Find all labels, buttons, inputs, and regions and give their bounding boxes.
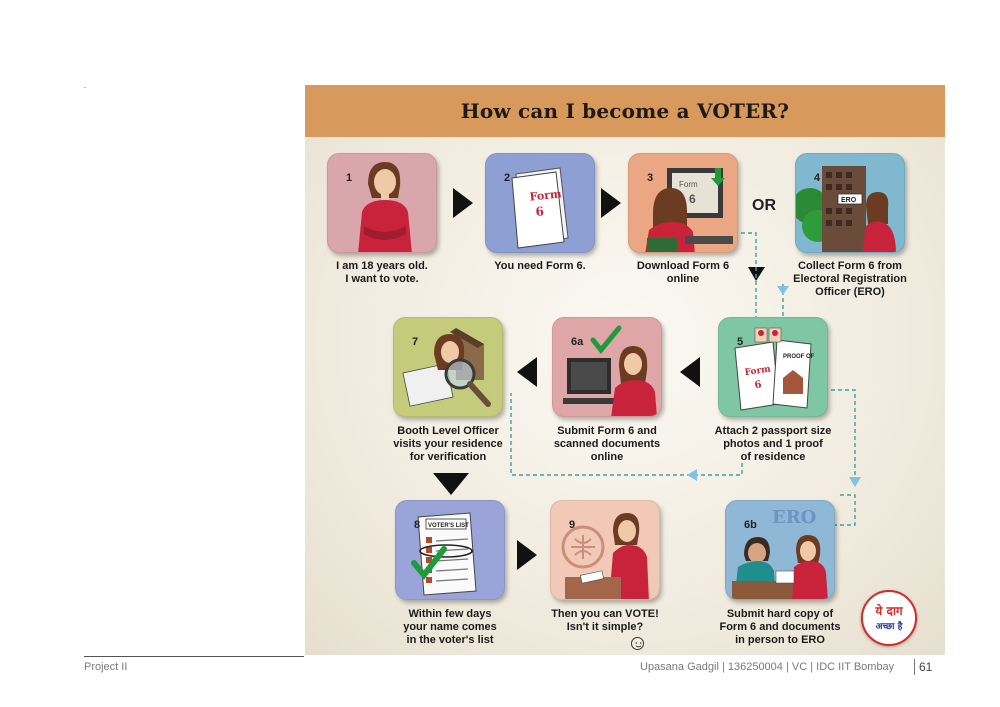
title-band: How can I become a VOTER?: [305, 85, 945, 137]
stray-mark: [84, 87, 86, 88]
step-3-tile: Form 6 3: [628, 153, 738, 253]
arrow-1-to-2: [453, 188, 473, 218]
page-number: 61: [919, 660, 933, 674]
documents-illustration: Form 6 PROOF OF: [734, 327, 815, 411]
step-9-caption: Then you can VOTE!Isn't it simple?: [551, 608, 659, 633]
or-label: OR: [752, 197, 776, 214]
campaign-stamp-logo: ये दाग अच्छा है: [861, 590, 917, 646]
step-6b-tile: ERO 6b: [725, 500, 835, 600]
step-2-tile: Form 6 2: [485, 153, 595, 253]
step-number: 6a: [571, 336, 584, 348]
step-6a-tile: 6a: [552, 317, 662, 417]
step-5-tile: Form 6 PROOF OF 5: [718, 317, 828, 417]
svg-text:Form: Form: [529, 187, 563, 203]
online-submit-illustration: [563, 325, 657, 416]
step-number: 5: [737, 336, 744, 348]
step-1-caption: I am 18 years old.I want to vote.: [336, 260, 428, 285]
svg-text:Form: Form: [744, 364, 772, 378]
step-number: 4: [814, 172, 821, 184]
footer-project: Project II: [84, 661, 128, 673]
page-separator: [914, 659, 915, 675]
step-1-tile: 1: [327, 153, 437, 253]
dash-arrow-7: [687, 469, 697, 481]
svg-text:PROOF OF: PROOF OF: [783, 354, 815, 360]
dash-3-to-5: [741, 232, 757, 317]
dash-6b-to-ero: [828, 494, 856, 526]
form-document-illustration: Form 6: [511, 167, 569, 249]
svg-text:Form: Form: [679, 180, 698, 189]
svg-text:6: 6: [754, 379, 762, 391]
step-8-tile: VOTER'S LIST 8: [395, 500, 505, 600]
step-number: 1: [346, 172, 353, 184]
svg-text:6: 6: [689, 192, 696, 206]
step-number: 2: [504, 172, 511, 184]
svg-text:ये दाग: ये दाग: [874, 604, 904, 618]
flow-connectors: [433, 188, 861, 570]
footer-author: Upasana Gadgil | 136250004 | VC | IDC II…: [640, 661, 895, 673]
arrow-8-to-9: [517, 540, 537, 570]
arrow-7-to-8: [433, 473, 469, 495]
step-number: 6b: [744, 519, 757, 531]
step-number: 8: [414, 519, 421, 531]
step-4-tile: ERO 4: [795, 153, 905, 253]
step-7-tile: 7: [393, 317, 503, 417]
dash-arrow-4: [777, 286, 789, 295]
svg-text:6: 6: [535, 204, 545, 219]
ero-office-illustration: ERO: [796, 166, 896, 252]
footer-rule: [84, 656, 304, 657]
verification-illustration: [402, 328, 491, 407]
ballot-box-illustration: [561, 513, 649, 599]
dash-5-to-6b: [831, 389, 856, 477]
arrow-2-to-3: [601, 188, 621, 218]
voters-list-illustration: VOTER'S LIST: [411, 512, 477, 596]
arrow-5-to-6a: [680, 357, 700, 387]
step-number: 3: [647, 172, 654, 184]
dash-arrow-6b: [849, 477, 861, 487]
smile-icon: [631, 637, 644, 650]
poster-title: How can I become a VOTER?: [460, 99, 790, 123]
svg-text:अच्छा है: अच्छा है: [876, 620, 904, 632]
svg-text:VOTER'S LIST: VOTER'S LIST: [428, 523, 469, 529]
step-number: 7: [412, 336, 419, 348]
woman-illustration: [358, 162, 412, 252]
voter-poster: How can I become a VOTER? OR: [305, 85, 945, 655]
dash-5-to-7: [510, 393, 743, 476]
step-2-caption: You need Form 6.: [494, 260, 586, 272]
step-9-tile: 9: [550, 500, 660, 600]
arrow-6a-to-7: [517, 357, 537, 387]
step-number: 9: [569, 519, 576, 531]
svg-text:ERO: ERO: [772, 507, 816, 528]
computer-download-illustration: Form 6: [645, 168, 733, 252]
svg-text:ERO: ERO: [841, 197, 857, 204]
in-person-submit-illustration: ERO: [732, 507, 828, 599]
